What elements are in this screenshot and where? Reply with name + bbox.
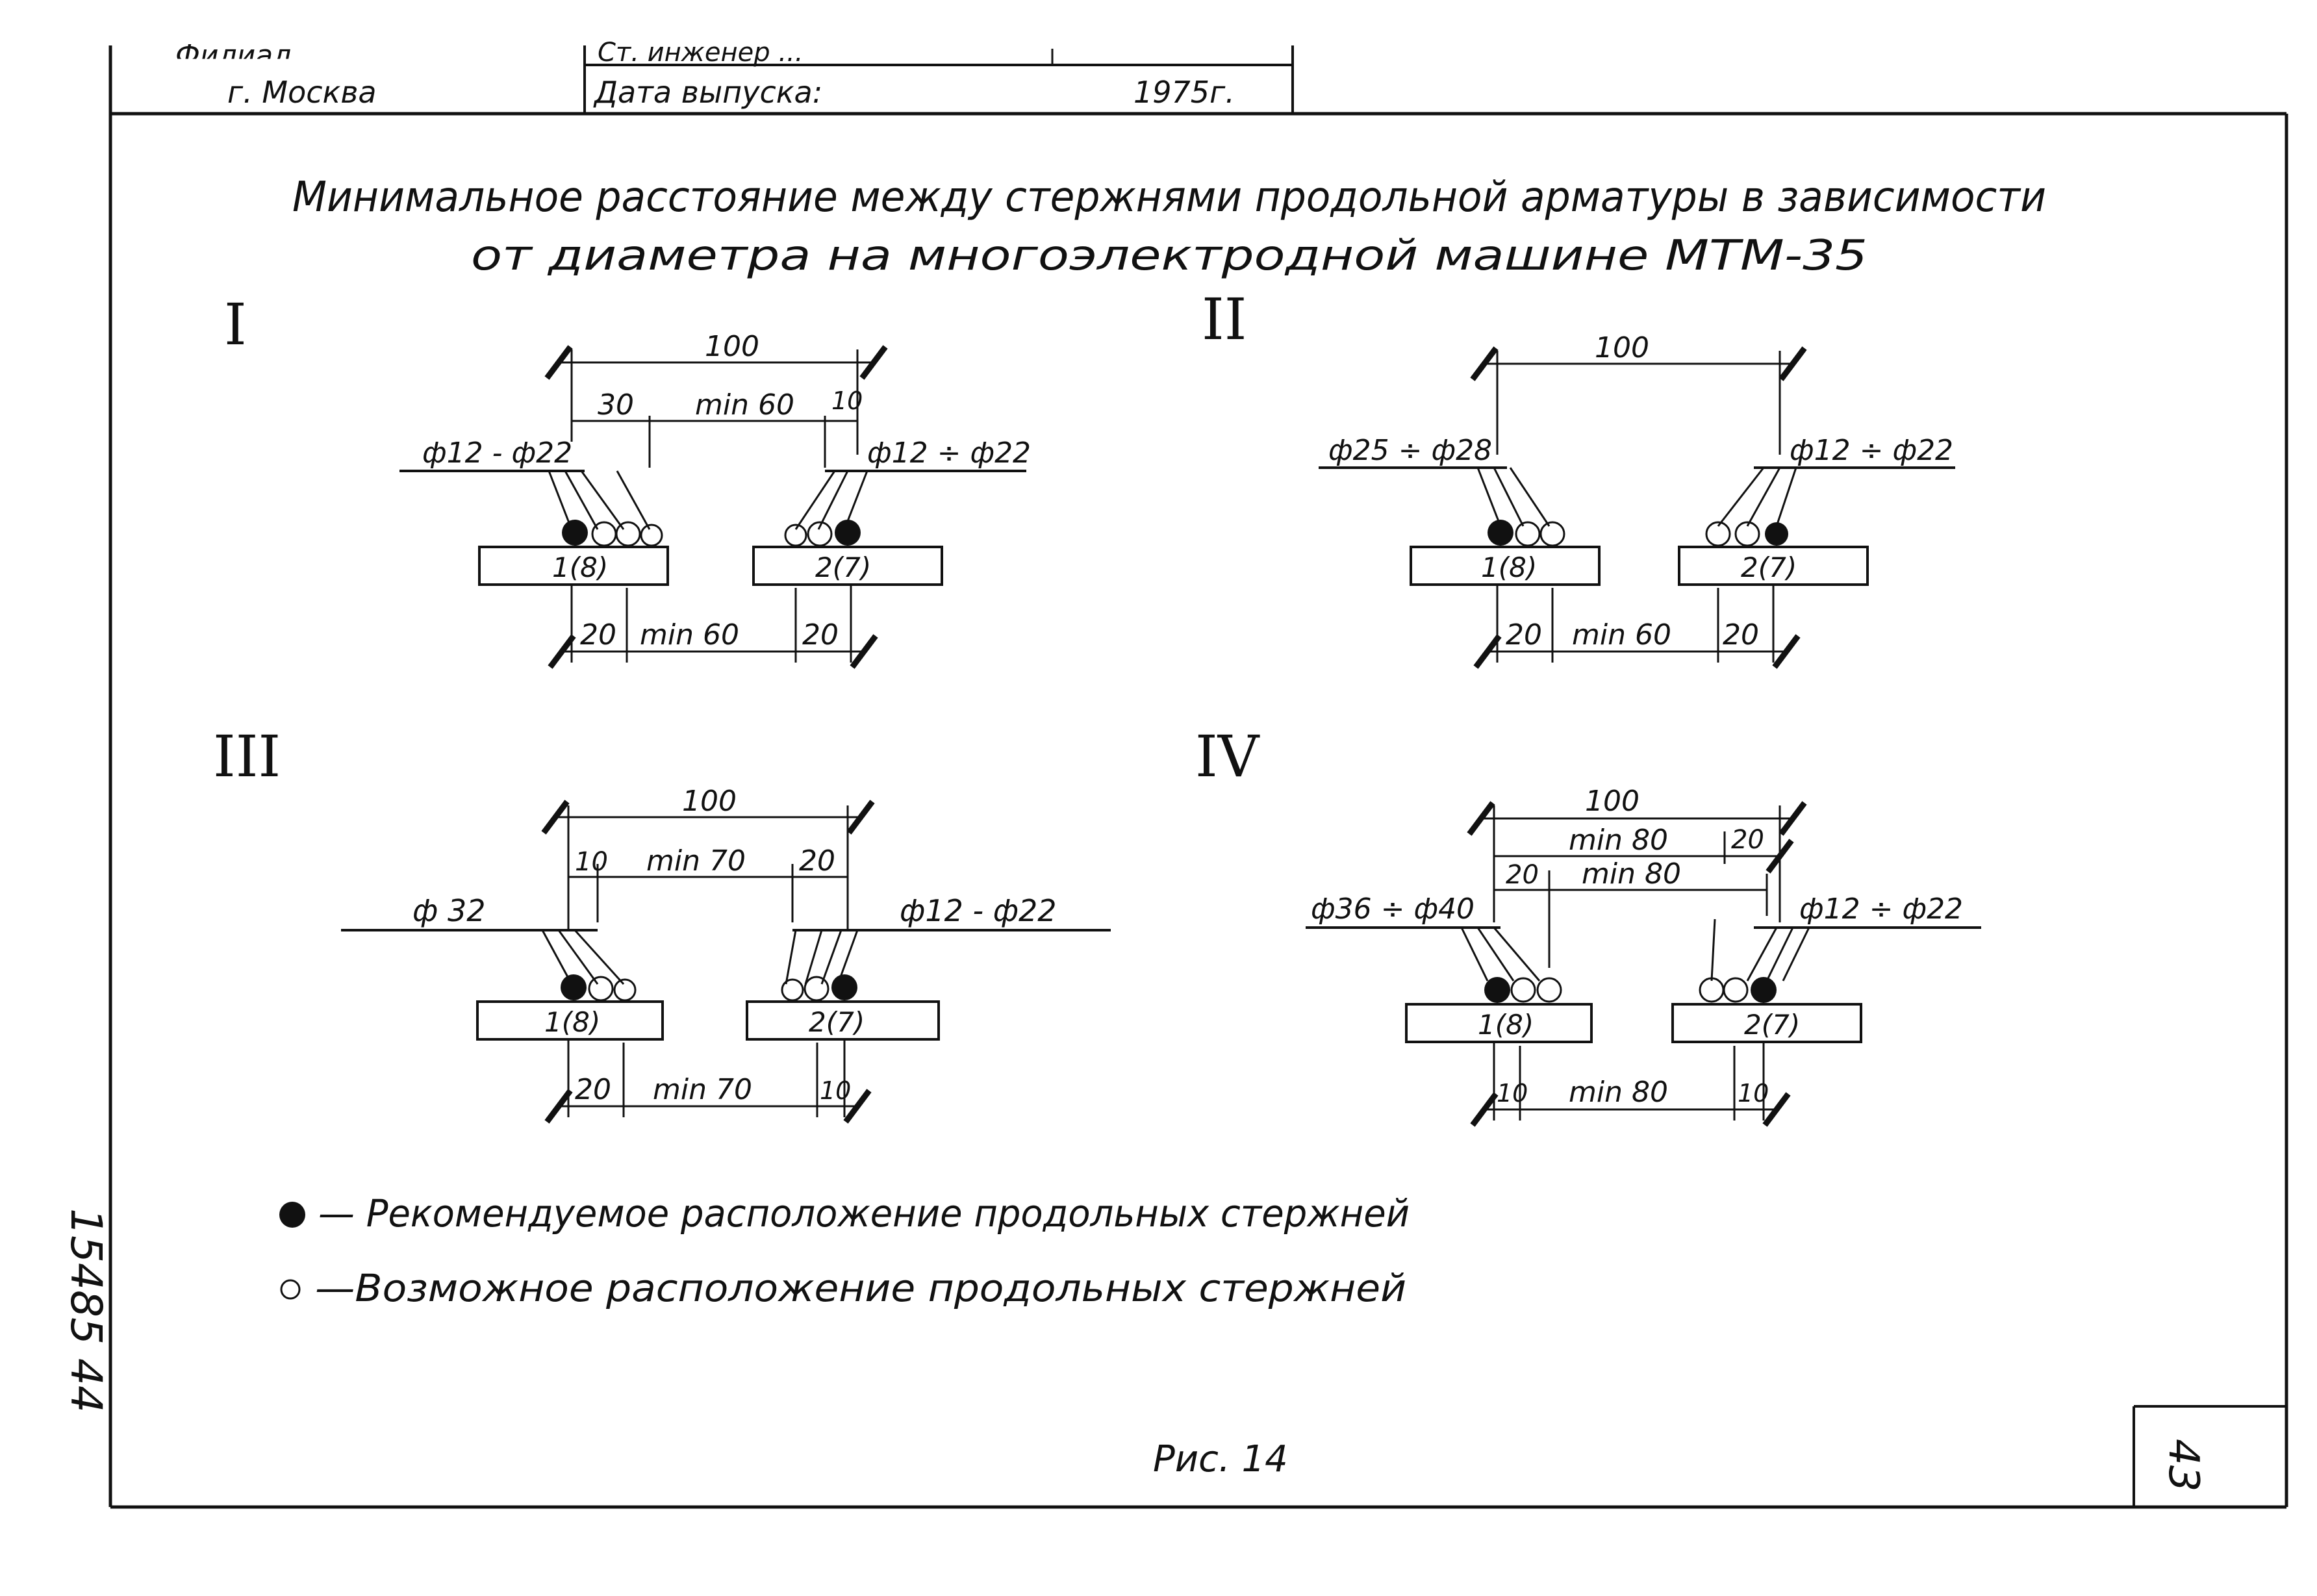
legend-possible-text: —Возможное расположение продольных стерж… <box>315 1266 1406 1310</box>
diagram-4-top-row2-part-2: 20 <box>1731 825 1764 855</box>
diagram-1-top-part-2: min 60 <box>695 388 794 422</box>
diagram-1: I 100 30 min 60 10 ф12 - ф22 ф12 ÷ ф22 <box>224 291 1031 669</box>
diagram-4-electrode-left-label: 1(8) <box>1478 1009 1534 1041</box>
diagram-1-possible-bar <box>640 524 663 547</box>
diagram-3-bottom-part-2: min 70 <box>653 1073 752 1106</box>
diagram-4-possible-bar <box>1510 977 1536 1003</box>
diagram-2-top-total: 100 <box>1595 331 1649 364</box>
diagram-4-top-total: 100 <box>1585 785 1640 818</box>
diagram-3-possible-bar <box>588 976 614 1002</box>
diagram-1-bottom-part-2: min 60 <box>640 618 739 652</box>
page-number-box: 43 <box>2133 1405 2286 1507</box>
diagram-2-recommended-bar-left <box>1488 520 1513 546</box>
diagram-1-possible-bar <box>615 521 641 547</box>
diagram-4-electrode-left <box>1405 1003 1593 1043</box>
release-year: 1975г. <box>1133 75 1235 110</box>
diagram-3-recommended-bar-right <box>831 974 857 1000</box>
diagram-2-possible-bar <box>1515 521 1541 547</box>
diagram-3-recommended-bar-left <box>561 974 587 1000</box>
diagram-3-electrode-left <box>476 1000 664 1041</box>
diagram-2-recommended-bar-right <box>1765 522 1788 546</box>
diagram-1-number: I <box>224 291 247 358</box>
diagram-3-top-part-3: 20 <box>799 844 835 878</box>
diagram-4-bottom-part-3: 10 <box>1738 1079 1769 1108</box>
diagram-2-number: II <box>1202 286 1247 353</box>
diagram-4-top-row3-part-2: min 80 <box>1582 857 1681 891</box>
diagram-3-number: III <box>213 723 281 790</box>
diagram-3-left-diameter: ф 32 <box>412 893 485 928</box>
diagram-3-possible-bar <box>781 978 804 1002</box>
diagram-4-possible-bar <box>1536 977 1562 1003</box>
diagram-4-left-diameter: ф36 ÷ ф40 <box>1311 893 1475 926</box>
diagram-2-left-diameter: ф25 ÷ ф28 <box>1328 434 1492 467</box>
diagram-3-possible-bar <box>613 978 637 1002</box>
diagram-3-top-total: 100 <box>682 785 737 818</box>
diagram-2-bottom-part-1: 20 <box>1506 618 1542 652</box>
title-block: Филиал ... Ст. инженер ... г. Москва Дат… <box>175 38 1294 114</box>
diagram-1-possible-bar <box>591 521 617 547</box>
legend-recommended-marker <box>279 1202 305 1228</box>
diagram-4-recommended-bar-left <box>1484 977 1510 1003</box>
diagram-2-electrode-left-label: 1(8) <box>1481 551 1537 583</box>
diagram-4-possible-bar <box>1699 977 1725 1003</box>
diagram-1-bottom-part-3: 20 <box>802 618 839 652</box>
legend-recommended-text: — Рекомендуемое расположение продольных … <box>318 1191 1410 1235</box>
diagram-1-electrode-right <box>752 546 943 586</box>
diagram-3-top-part-1: 10 <box>575 847 608 877</box>
diagram-4-bottom-part-2: min 80 <box>1569 1076 1668 1109</box>
diagram-4-bottom-part-1: 10 <box>1497 1079 1528 1108</box>
diagram-3-electrode-right-label: 2(7) <box>809 1006 865 1038</box>
diagram-2: II 100 ф25 ÷ ф28 ф12 ÷ ф22 1(8) 2(7) 20 … <box>1202 286 1955 669</box>
diagram-2-bottom-part-3: 20 <box>1723 618 1759 652</box>
diagram-4-possible-bar <box>1723 977 1749 1003</box>
diagram-1-top-total: 100 <box>705 330 759 363</box>
diagram-1-recommended-bar-right <box>835 520 861 546</box>
diagram-1-left-diameter: ф12 - ф22 <box>422 437 572 470</box>
diagram-4-top-row3-part-1: 20 <box>1506 860 1539 890</box>
diagram-1-recommended-bar-left <box>562 520 588 546</box>
diagram-2-electrode-right-label: 2(7) <box>1741 551 1797 583</box>
legend: — Рекомендуемое расположение продольных … <box>279 1191 1410 1310</box>
diagram-3-electrode-left-label: 1(8) <box>544 1006 600 1038</box>
diagram-4-electrode-right <box>1671 1003 1862 1043</box>
title-block-engineer: Ст. инженер ... <box>598 38 803 68</box>
diagram-3-top-part-2: min 70 <box>646 844 746 878</box>
diagram-1-bottom-part-1: 20 <box>580 618 616 652</box>
diagram-3-possible-bar <box>804 976 829 1002</box>
diagram-4-right-diameter: ф12 ÷ ф22 <box>1799 893 1963 926</box>
drawing-title-line1: Минимальное расстояние между стержнями п… <box>292 173 2046 222</box>
legend-possible-marker <box>280 1279 301 1300</box>
diagram-2-possible-bar <box>1539 521 1565 547</box>
diagram-3: III 100 10 min 70 20 ф 32 ф12 - ф22 1(8)… <box>213 723 1111 1124</box>
diagram-1-right-diameter: ф12 ÷ ф22 <box>867 437 1031 470</box>
diagram-1-electrode-left-label: 1(8) <box>552 551 608 583</box>
diagram-3-bottom-part-3: 10 <box>820 1076 851 1105</box>
diagram-3-electrode-right <box>746 1000 940 1041</box>
title-block-city: г. Москва <box>227 75 377 110</box>
sheet-frame <box>108 45 2288 1509</box>
title-block-org: Филиал ... <box>175 39 327 72</box>
diagram-2-bottom-part-2: min 60 <box>1572 618 1671 652</box>
diagram-1-electrode-right-label: 2(7) <box>815 551 871 583</box>
drawing-title-line2: от диаметра на многоэлектродной машине М… <box>471 232 1868 280</box>
diagram-4-electrode-right-label: 2(7) <box>1744 1009 1800 1041</box>
diagram-3-bottom-part-1: 20 <box>575 1073 611 1106</box>
page-number: 43 <box>2159 1439 2207 1491</box>
side-inventory-number: 15485 44 <box>61 1208 111 1413</box>
diagram-2-electrode-left <box>1410 546 1601 586</box>
release-date-label: Дата выпуска: <box>593 75 822 110</box>
diagram-3-right-diameter: ф12 - ф22 <box>900 893 1057 928</box>
diagram-4-top-row2-part-1: min 80 <box>1569 824 1668 857</box>
diagram-1-electrode-left <box>478 546 669 586</box>
diagram-1-top-part-1: 30 <box>598 388 634 422</box>
diagram-1-top-part-3: 10 <box>831 386 863 415</box>
diagram-2-right-diameter: ф12 ÷ ф22 <box>1790 434 1953 467</box>
diagram-4-number: IV <box>1195 723 1260 790</box>
diagram-4: IV 100 min 80 20 20 min 80 ф36 ÷ ф40 ф12… <box>1195 723 1981 1127</box>
figure-caption: Рис. 14 <box>1153 1438 1288 1480</box>
diagram-4-recommended-bar-right <box>1751 977 1777 1003</box>
